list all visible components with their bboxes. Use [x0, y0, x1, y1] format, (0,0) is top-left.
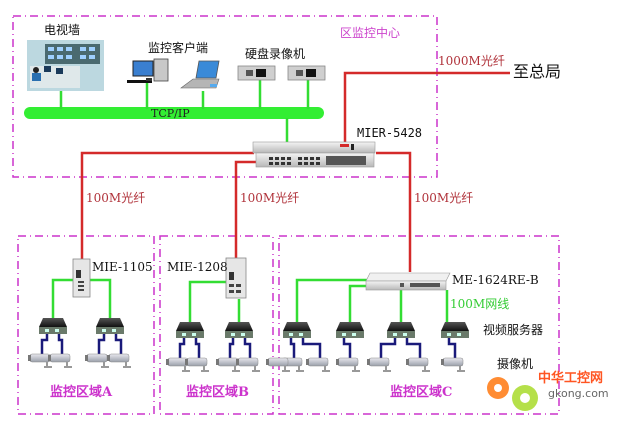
camera-icon — [107, 353, 131, 368]
zone-b-label: 监控区域B — [186, 385, 249, 400]
video-wall-label: 电视墙 — [44, 23, 81, 37]
uplink-fiber — [343, 71, 510, 151]
video-server-icon — [39, 318, 67, 334]
fiber-a-label: 100M光纤 — [86, 191, 146, 205]
switch-c-model: ME-1624RE-B — [452, 273, 539, 287]
video-server-icon — [283, 322, 311, 338]
coax-link — [97, 334, 106, 356]
coax-link — [114, 334, 123, 356]
switch-mie-1208-icon — [225, 257, 247, 299]
video-server-icon — [336, 322, 364, 338]
camera-icon — [266, 357, 290, 372]
coax-link — [405, 338, 422, 360]
camera-icon — [236, 357, 260, 372]
camera-icon — [336, 357, 360, 372]
coax-link — [447, 338, 457, 360]
video-wall-icon — [27, 40, 104, 91]
switch-b-model: MIE-1208 — [167, 260, 228, 274]
core-switch-icon — [252, 141, 376, 168]
camera-icon — [441, 357, 465, 372]
fiber-link-b — [234, 160, 256, 258]
dvr-icon — [287, 65, 326, 81]
camera-icon — [85, 353, 109, 368]
coax-link — [379, 338, 397, 360]
core-switch-model: MIER-5428 — [357, 126, 423, 140]
gkong-logo-icon — [487, 377, 538, 411]
coax-link — [342, 338, 352, 360]
zone-border-b — [159, 235, 274, 415]
zone-border-a — [17, 235, 155, 415]
laptop-icon — [180, 60, 220, 89]
watermark-cn: 中华工控网 — [538, 371, 604, 386]
coax-link — [228, 338, 235, 360]
dvr-label: 硬盘录像机 — [245, 47, 306, 61]
camera-icon — [185, 357, 209, 372]
coax-link — [40, 334, 49, 356]
headquarters-label: 至总局 — [513, 62, 562, 81]
control-center-title: 区监控中心 — [340, 26, 401, 40]
video-server-icon — [387, 322, 415, 338]
fiber-b-label: 100M光纤 — [240, 191, 300, 205]
camera-icon — [216, 357, 240, 372]
video-server-icon — [225, 322, 253, 338]
watermark-en: gkong.com — [548, 387, 609, 400]
zone-a-label: 监控区域A — [50, 385, 113, 400]
camera-legend: 摄像机 — [497, 357, 534, 371]
lan-c-label: 100M网线 — [450, 297, 510, 311]
coax-link — [194, 338, 201, 360]
switch-mie-1105-icon — [72, 258, 91, 298]
coax-link — [178, 338, 186, 360]
video-server-legend: 视频服务器 — [483, 323, 544, 337]
video-server-icon — [96, 318, 124, 334]
camera-icon — [48, 353, 72, 368]
dvr-icon — [237, 65, 276, 81]
zone-border-control-center — [12, 15, 438, 178]
zone-c-label: 监控区域C — [390, 385, 453, 400]
video-server-icon — [176, 322, 204, 338]
coax-link — [57, 334, 64, 356]
coax-link — [243, 338, 252, 360]
desktop-pc-icon — [127, 58, 169, 83]
clients-label: 监控客户端 — [148, 41, 209, 55]
camera-icon — [306, 357, 330, 372]
fiber-c-label: 100M光纤 — [414, 191, 474, 205]
switch-me-1624re-b-icon — [365, 272, 451, 291]
tcpip-bus — [24, 80, 324, 142]
coax-link — [289, 338, 296, 360]
tcpip-label: TCP/IP — [151, 107, 190, 120]
camera-icon — [367, 357, 391, 372]
fiber-link-c — [376, 151, 412, 272]
uplink-fiber-label: 1000M光纤 — [438, 54, 505, 68]
switch-a-model: MIE-1105 — [92, 260, 153, 274]
camera-icon — [406, 357, 430, 372]
zone-border-c — [278, 235, 560, 415]
fiber-link-a — [80, 151, 254, 262]
video-server-icon — [441, 322, 469, 338]
coax-link — [301, 338, 322, 360]
